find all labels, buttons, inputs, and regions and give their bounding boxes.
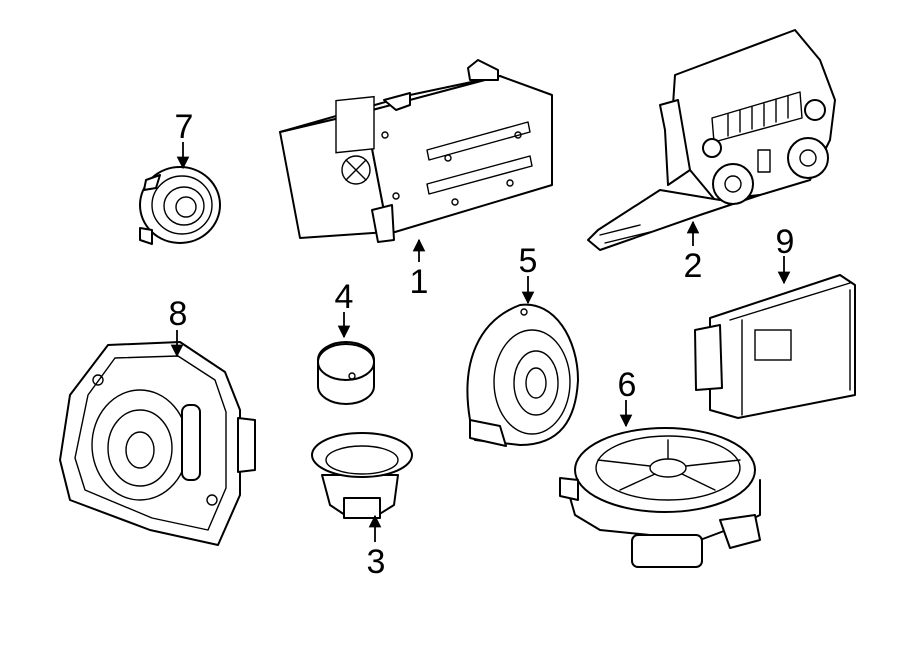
callout-number-4: 4 xyxy=(335,278,354,316)
subwoofer-part-6 xyxy=(559,427,761,568)
small-speaker-part-4 xyxy=(317,341,375,405)
radio-receiver-part-1 xyxy=(279,59,553,243)
callout-number-7: 7 xyxy=(175,108,194,146)
door-speaker-part-5 xyxy=(466,303,579,447)
tweeter-part-7 xyxy=(139,166,221,245)
callout-number-9: 9 xyxy=(776,223,795,261)
control-panel-part-2 xyxy=(587,29,836,251)
callout-number-2: 2 xyxy=(684,247,703,285)
callout-number-3: 3 xyxy=(367,543,386,581)
large-speaker-part-8 xyxy=(59,341,256,546)
callout-number-5: 5 xyxy=(519,242,538,280)
callout-number-6: 6 xyxy=(618,366,637,404)
callout-number-8: 8 xyxy=(169,295,188,333)
callout-numbers: 1 2 3 4 5 6 7 8 9 xyxy=(169,108,795,581)
speaker-adapter-part-3 xyxy=(311,432,413,519)
callout-leaders xyxy=(170,142,791,542)
amplifier-module-part-9 xyxy=(694,274,856,419)
callout-number-1: 1 xyxy=(410,263,429,301)
